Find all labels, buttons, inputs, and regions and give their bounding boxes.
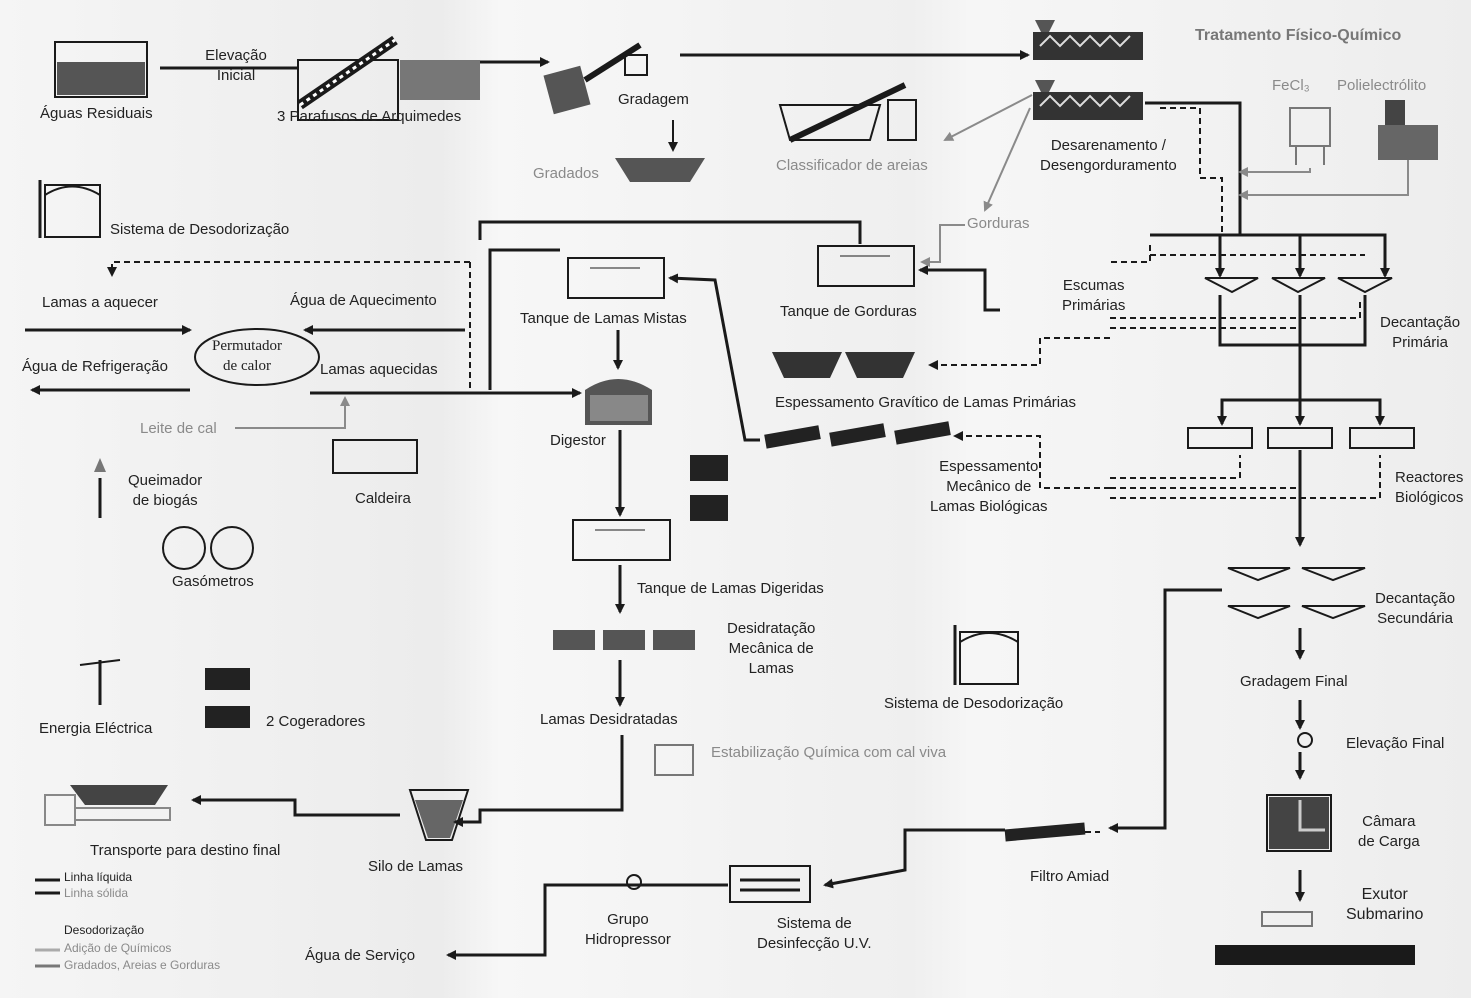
sistema-desodorizacao-label: Sistema de Desodorização	[110, 221, 290, 238]
gradagem-final-label: Gradagem Final	[1240, 673, 1348, 690]
agua-refrigeracao-label: Água de Refrigeração	[22, 358, 168, 375]
filtro-amiad-label: Filtro Amiad	[1030, 868, 1110, 885]
deodorization-tower-icon	[38, 180, 101, 238]
digestor-icon	[585, 379, 652, 425]
elevacao-final-label: Elevação Final	[1346, 735, 1445, 752]
estabilizacao-label: Estabilização Química com cal viva	[711, 744, 947, 761]
camara-carga-label: Câmara de Carga	[1358, 813, 1420, 850]
desarenador-icon	[1033, 20, 1143, 120]
primary-clarifier-icon	[1204, 277, 1393, 294]
exutor-label: Exutor Submarino	[1346, 886, 1424, 923]
silo-icon	[408, 789, 470, 841]
fecl3-label: FeCl₃	[1272, 77, 1310, 94]
dosing-units-icon	[1289, 100, 1438, 165]
polielectrolito-label: Polielectrólito	[1337, 77, 1427, 94]
outfall-pipe-icon	[1215, 911, 1415, 965]
gravity-thickener-icon	[772, 352, 915, 378]
legend-gradados-areias: Gradados, Areias e Gorduras	[64, 958, 221, 972]
dashed-line-paths	[107, 107, 1381, 833]
sistema-desodorizacao-2-label: Sistema de Desodorização	[884, 695, 1064, 712]
legend-lines	[35, 878, 60, 968]
tanque-lamas-digeridas-label: Tanque de Lamas Digeridas	[637, 580, 824, 597]
queimador-label: Queimador de biogás	[128, 472, 203, 509]
aguas-residuais-tank-icon	[54, 41, 148, 98]
liquid-line-paths	[25, 50, 1390, 960]
leite-cal-label: Leite de cal	[140, 420, 217, 437]
lamas-aquecer-label: Lamas a aquecer	[42, 294, 158, 311]
escumas-primarias-label: Escumas Primárias	[1062, 277, 1126, 314]
generators-icon	[690, 455, 728, 521]
deodorization-tower-2-icon	[953, 625, 1019, 685]
desidratacao-label: Desidratação Mecânica de Lamas	[727, 620, 816, 677]
energy-pylon-icon	[79, 659, 121, 705]
tanque-lamas-mistas-label: Tanque de Lamas Mistas	[520, 310, 687, 327]
caldeira-icon	[332, 439, 418, 474]
truck-icon	[44, 785, 171, 826]
gasometros-label: Gasómetros	[172, 573, 254, 590]
tanque-gorduras-label: Tanque de Gorduras	[780, 303, 917, 320]
legend-adicao-quimicos: Adição de Químicos	[64, 941, 172, 955]
desarenamento-label: Desarenamento / Desengorduramento	[1040, 137, 1177, 174]
tanque-gorduras-icon	[817, 245, 915, 287]
gradagem-machine-icon	[543, 42, 648, 115]
energia-electrica-label: Energia Eléctrica	[39, 720, 153, 737]
parafusos-label: 3 Parafusos de Arquimedes	[277, 108, 462, 125]
tanque-lamas-mistas-icon	[567, 257, 665, 299]
mechanical-thickener-icon	[764, 421, 951, 449]
permutador-label: Permutador de calor	[212, 338, 282, 374]
lamas-desidratadas-label: Lamas Desidratadas	[540, 711, 678, 728]
camara-carga-icon	[1266, 794, 1332, 852]
silo-lamas-label: Silo de Lamas	[368, 858, 464, 875]
grupo-hidropressor-label: Grupo Hidropressor	[585, 911, 671, 948]
filtro-amiad-icon	[1004, 822, 1086, 842]
gorduras-label: Gorduras	[967, 215, 1030, 232]
classificador-areias-icon	[778, 82, 917, 143]
dewatering-icon	[553, 630, 695, 650]
cogenerator-icon	[205, 668, 250, 728]
secondary-clarifier-icon	[1227, 567, 1366, 620]
agua-aquecimento-label: Água de Aquecimento	[290, 292, 437, 309]
gradados-label: Gradados	[533, 165, 599, 182]
aguas-residuais-label: Águas Residuais	[40, 105, 153, 122]
legend-linha-liquida: Linha líquida	[64, 870, 133, 884]
queimador-icon	[94, 458, 106, 518]
caldeira-label: Caldeira	[355, 490, 411, 507]
pump-icon	[1297, 732, 1313, 748]
agua-servico-label: Água de Serviço	[305, 947, 416, 964]
espessamento-mecanico-label: Espessamento Mecânico de Lamas Biológica…	[930, 458, 1048, 515]
pressure-pump-icon	[626, 874, 642, 890]
lamas-aquecidas-label: Lamas aquecidas	[320, 361, 438, 378]
gradados-bin-icon	[615, 158, 705, 182]
decantacao-primaria-label: Decantação Primária	[1380, 314, 1461, 351]
reactores-biologicos-label: Reactores Biológicos	[1395, 469, 1464, 506]
cogeradores-label: 2 Cogeradores	[266, 713, 366, 730]
lime-stabilization-icon	[654, 744, 694, 776]
gasometros-icon	[162, 526, 254, 570]
legend-desodorizacao: Desodorização	[64, 923, 145, 937]
legend-linha-solida: Linha sólida	[64, 886, 129, 900]
transporte-label: Transporte para destino final	[90, 842, 281, 859]
espessamento-gravitico-label: Espessamento Gravítico de Lamas Primária…	[775, 394, 1076, 411]
uv-system-icon	[729, 865, 811, 903]
grey-line-paths	[235, 94, 1409, 429]
decantacao-secundaria-label: Decantação Secundária	[1375, 590, 1456, 627]
sistema-desinfeccao-label: Sistema de Desinfecção U.V.	[757, 915, 872, 952]
classificador-label: Classificador de areias	[776, 157, 928, 174]
bio-reactor-icon	[1187, 427, 1415, 449]
heat-exchanger-icon	[194, 328, 320, 386]
digestor-label: Digestor	[550, 432, 606, 449]
tanque-lamas-digeridas-icon	[572, 519, 671, 561]
diagram-title: Tratamento Físico-Químico	[1195, 27, 1402, 44]
elevacao-inicial-label: Elevação Inicial	[205, 47, 267, 84]
archimedes-screw-icon	[297, 35, 480, 121]
gradagem-label: Gradagem	[618, 91, 689, 108]
